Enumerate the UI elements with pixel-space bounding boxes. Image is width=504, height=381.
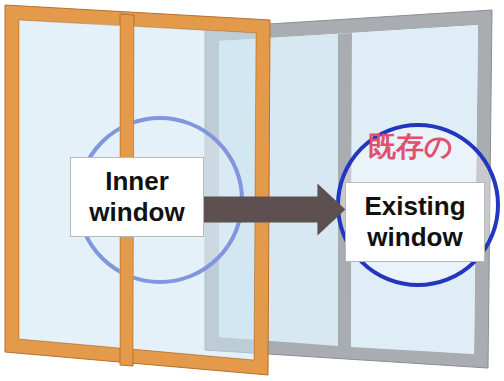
label-box: Inner window [70,157,203,237]
highlight-circle [338,125,498,285]
label-text: Existing window [364,191,465,253]
japanese-label: 既存の [368,128,453,166]
inner-window [5,5,270,375]
block-arrow [204,184,346,236]
label-text: Inner window [89,166,184,228]
label-box: Existing window [345,182,484,262]
